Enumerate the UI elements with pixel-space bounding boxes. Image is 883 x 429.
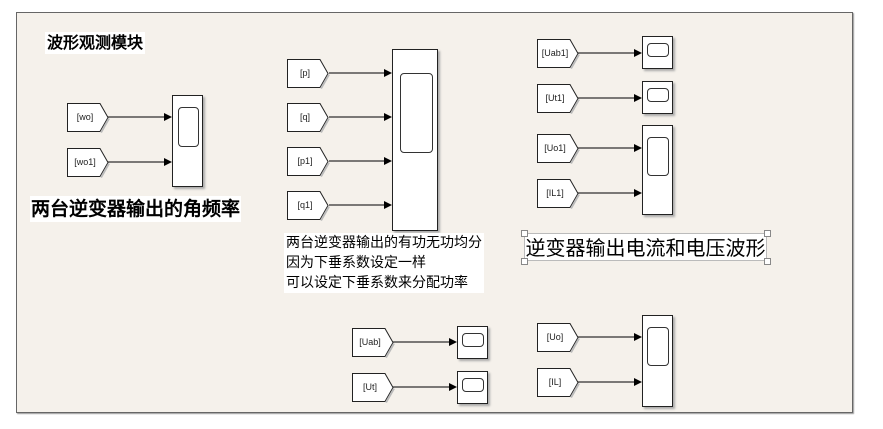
from-tag-label: [Uab1] [541, 48, 569, 58]
scope-block-angular-frequency[interactable] [172, 95, 203, 187]
from-tag-label: [Uab] [359, 337, 381, 347]
from-tag-label: [wo1] [74, 157, 96, 167]
scope-screen-icon [462, 333, 484, 347]
from-tag-label: [q] [299, 112, 310, 122]
annotation-inverter-waveforms[interactable]: 逆变器输出电流和电压波形 [524, 233, 767, 261]
from-tag-p[interactable]: [p] [287, 59, 330, 89]
from-tag-il[interactable]: [IL] [537, 368, 580, 398]
selection-handle[interactable] [764, 230, 771, 237]
annotation-power-sharing[interactable]: 两台逆变器输出的有功无功均分 因为下垂系数设定一样 可以设定下垂系数来分配功率 [284, 233, 484, 293]
scope-screen-icon [178, 107, 199, 147]
scope-block-uab[interactable] [457, 326, 488, 359]
from-tag-q1[interactable]: [q1] [287, 191, 330, 221]
scope-block-uo-il[interactable] [642, 315, 673, 407]
selection-handle[interactable] [764, 258, 771, 265]
diagram-title[interactable]: 波形观测模块 [45, 32, 146, 54]
scope-screen-icon [647, 88, 669, 102]
from-tag-uab1[interactable]: [Uab1] [537, 39, 580, 69]
annotation-line: 因为下垂系数设定一样 [286, 255, 426, 271]
annotation-line: 可以设定下垂系数来分配功率 [286, 275, 468, 291]
from-tag-label: [p1] [297, 156, 313, 166]
scope-block-ut[interactable] [457, 371, 488, 404]
scope-block-uo1-il1[interactable] [642, 125, 673, 215]
from-tag-uab[interactable]: [Uab] [352, 328, 395, 358]
from-tag-ut1[interactable]: [Ut1] [537, 84, 580, 114]
from-tag-label: [IL] [548, 377, 562, 387]
annotation-line: 两台逆变器输出的有功无功均分 [286, 235, 482, 251]
from-tag-label: [p] [299, 68, 310, 78]
scope-block-ut1[interactable] [642, 81, 673, 114]
from-tag-q[interactable]: [q] [287, 103, 330, 133]
scope-screen-icon [400, 73, 433, 153]
from-tag-ut[interactable]: [Ut] [352, 373, 395, 403]
selection-handle[interactable] [521, 230, 528, 237]
from-tag-wo1[interactable]: [wo1] [67, 148, 110, 178]
from-tag-uo[interactable]: [Uo] [537, 323, 580, 353]
from-tag-il1[interactable]: [IL1] [537, 179, 580, 209]
from-tag-label: [Uo1] [544, 143, 566, 153]
from-tag-label: [wo] [76, 112, 94, 122]
scope-block-power[interactable] [392, 49, 438, 231]
annotation-angular-frequency[interactable]: 两台逆变器输出的角频率 [30, 196, 242, 222]
scope-block-uab1[interactable] [642, 36, 673, 69]
scope-screen-icon [647, 43, 669, 57]
from-tag-label: [Ut1] [545, 93, 565, 103]
from-tag-label: [q1] [297, 200, 313, 210]
from-tag-wo[interactable]: [wo] [67, 103, 110, 133]
scope-screen-icon [647, 327, 669, 366]
scope-screen-icon [647, 137, 669, 176]
from-tag-label: [Uo] [546, 332, 564, 342]
from-tag-label: [Ut] [362, 382, 377, 392]
from-tag-label: [IL1] [546, 188, 564, 198]
from-tag-uo1[interactable]: [Uo1] [537, 134, 580, 164]
selection-handle[interactable] [521, 258, 528, 265]
scope-screen-icon [462, 378, 484, 392]
from-tag-p1[interactable]: [p1] [287, 147, 330, 177]
